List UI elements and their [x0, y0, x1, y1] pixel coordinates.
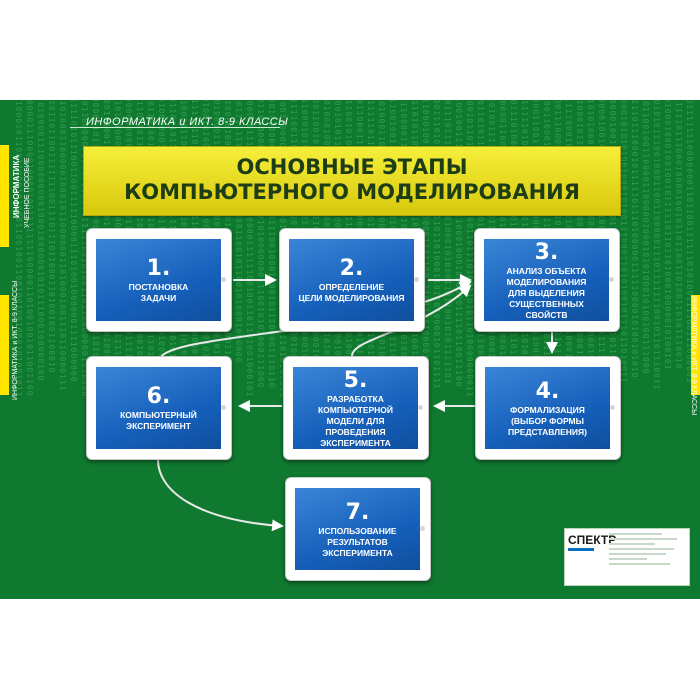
step-text-line: ОПРЕДЕЛЕНИЕ: [318, 282, 385, 292]
step-card-4: 4. ФОРМАЛИЗАЦИЯ (ВЫБОР ФОРМЫ ПРЕДСТАВЛЕН…: [475, 356, 621, 460]
poster: 0100010110011000101000110010011001001001…: [0, 100, 700, 599]
step-text-line: ИСПОЛЬЗОВАНИЕ: [318, 525, 397, 536]
step-text-line: ЦЕЛИ МОДЕЛИРОВАНИЯ: [298, 293, 405, 303]
step-screen: 5. РАЗРАБОТКА КОМПЬЮТЕРНОЙ МОДЕЛИ ДЛЯ ПР…: [293, 367, 418, 449]
step-text-line: РАЗРАБОТКА КОМПЬЮТЕРНОЙ: [317, 393, 394, 415]
imprint-text: [609, 533, 685, 568]
course-header: ИНФОРМАТИКА и ИКТ. 8-9 КЛАССЫ: [86, 116, 289, 128]
step-number: 6.: [146, 384, 171, 409]
step-card-1: 1. ПОСТАНОВКА ЗАДАЧИ: [86, 228, 232, 332]
home-button-dot: [610, 405, 615, 410]
title-banner: ОСНОВНЫЕ ЭТАПЫ КОМПЬЮТЕРНОГО МОДЕЛИРОВАН…: [83, 146, 621, 216]
step-text-line: (ВЫБОР ФОРМЫ: [511, 415, 584, 426]
step-text-line: АНАЛИЗ ОБЪЕКТА: [506, 265, 587, 276]
step-text-line: ЭКСПЕРИМЕНТА: [322, 547, 393, 558]
step-screen: 7. ИСПОЛЬЗОВАНИЕ РЕЗУЛЬТАТОВ ЭКСПЕРИМЕНТ…: [295, 488, 420, 570]
step-number: 4.: [535, 378, 560, 404]
publisher-logo: СПЕКТР: [568, 533, 616, 551]
step-screen: 6. КОМПЬЮТЕРНЫЙ ЭКСПЕРИМЕНТ: [96, 367, 221, 449]
home-button-dot: [418, 405, 423, 410]
step-number: 1.: [146, 256, 171, 281]
step-card-2: 2. ОПРЕДЕЛЕНИЕ ЦЕЛИ МОДЕЛИРОВАНИЯ: [279, 228, 425, 332]
step-text-line: ПРЕДСТАВЛЕНИЯ): [508, 426, 587, 437]
step-text-line: ЭКСПЕРИМЕНТА: [320, 437, 391, 448]
home-button-dot: [609, 277, 614, 282]
step-number: 3.: [534, 239, 559, 265]
step-card-5: 5. РАЗРАБОТКА КОМПЬЮТЕРНОЙ МОДЕЛИ ДЛЯ ПР…: [283, 356, 429, 460]
step-number: 2.: [339, 256, 364, 281]
step-number: 7.: [345, 499, 370, 525]
home-button-dot: [221, 277, 226, 282]
step-screen: 1. ПОСТАНОВКА ЗАДАЧИ: [96, 239, 221, 321]
step-screen: 3. АНАЛИЗ ОБЪЕКТА МОДЕЛИРОВАНИЯ ДЛЯ ВЫДЕ…: [484, 239, 609, 321]
step-card-3: 3. АНАЛИЗ ОБЪЕКТА МОДЕЛИРОВАНИЯ ДЛЯ ВЫДЕ…: [474, 228, 620, 332]
step-number: 5.: [343, 367, 368, 393]
step-card-7: 7. ИСПОЛЬЗОВАНИЕ РЕЗУЛЬТАТОВ ЭКСПЕРИМЕНТ…: [285, 477, 431, 581]
step-text-line: МОДЕЛИРОВАНИЯ: [506, 276, 587, 287]
left-accent-strip-top: [0, 145, 9, 247]
step-screen: 2. ОПРЕДЕЛЕНИЕ ЦЕЛИ МОДЕЛИРОВАНИЯ: [289, 239, 414, 321]
step-text-line: ФОРМАЛИЗАЦИЯ: [510, 404, 585, 415]
step-text-line: РЕЗУЛЬТАТОВ: [327, 536, 388, 547]
step-card-6: 6. КОМПЬЮТЕРНЫЙ ЭКСПЕРИМЕНТ: [86, 356, 232, 460]
header-rule: [70, 127, 280, 128]
step-text-line: ПОСТАНОВКА: [128, 282, 189, 292]
left-accent-strip-bottom: [0, 295, 9, 395]
step-screen: 4. ФОРМАЛИЗАЦИЯ (ВЫБОР ФОРМЫ ПРЕДСТАВЛЕН…: [485, 367, 610, 449]
arrow-6-7: [157, 459, 284, 532]
home-button-dot: [414, 277, 419, 282]
home-button-dot: [221, 405, 226, 410]
step-text-line: ЗАДАЧИ: [140, 293, 177, 303]
right-accent-strip: [691, 295, 700, 395]
home-button-dot: [420, 526, 425, 531]
title-line-2: КОМПЬЮТЕРНОГО МОДЕЛИРОВАНИЯ: [124, 180, 580, 204]
title-line-1: ОСНОВНЫЕ ЭТАПЫ: [236, 155, 468, 179]
step-text-line: МОДЕЛИ ДЛЯ ПРОВЕДЕНИЯ: [325, 415, 386, 437]
step-text-line: ДЛЯ ВЫДЕЛЕНИЯ: [508, 287, 585, 298]
publisher-block: СПЕКТР: [564, 528, 690, 586]
step-text-line: ЭКСПЕРИМЕНТ: [126, 421, 191, 431]
step-text-line: КОМПЬЮТЕРНЫЙ: [120, 410, 197, 420]
step-text-line: СУЩЕСТВЕННЫХ СВОЙСТВ: [509, 298, 584, 320]
